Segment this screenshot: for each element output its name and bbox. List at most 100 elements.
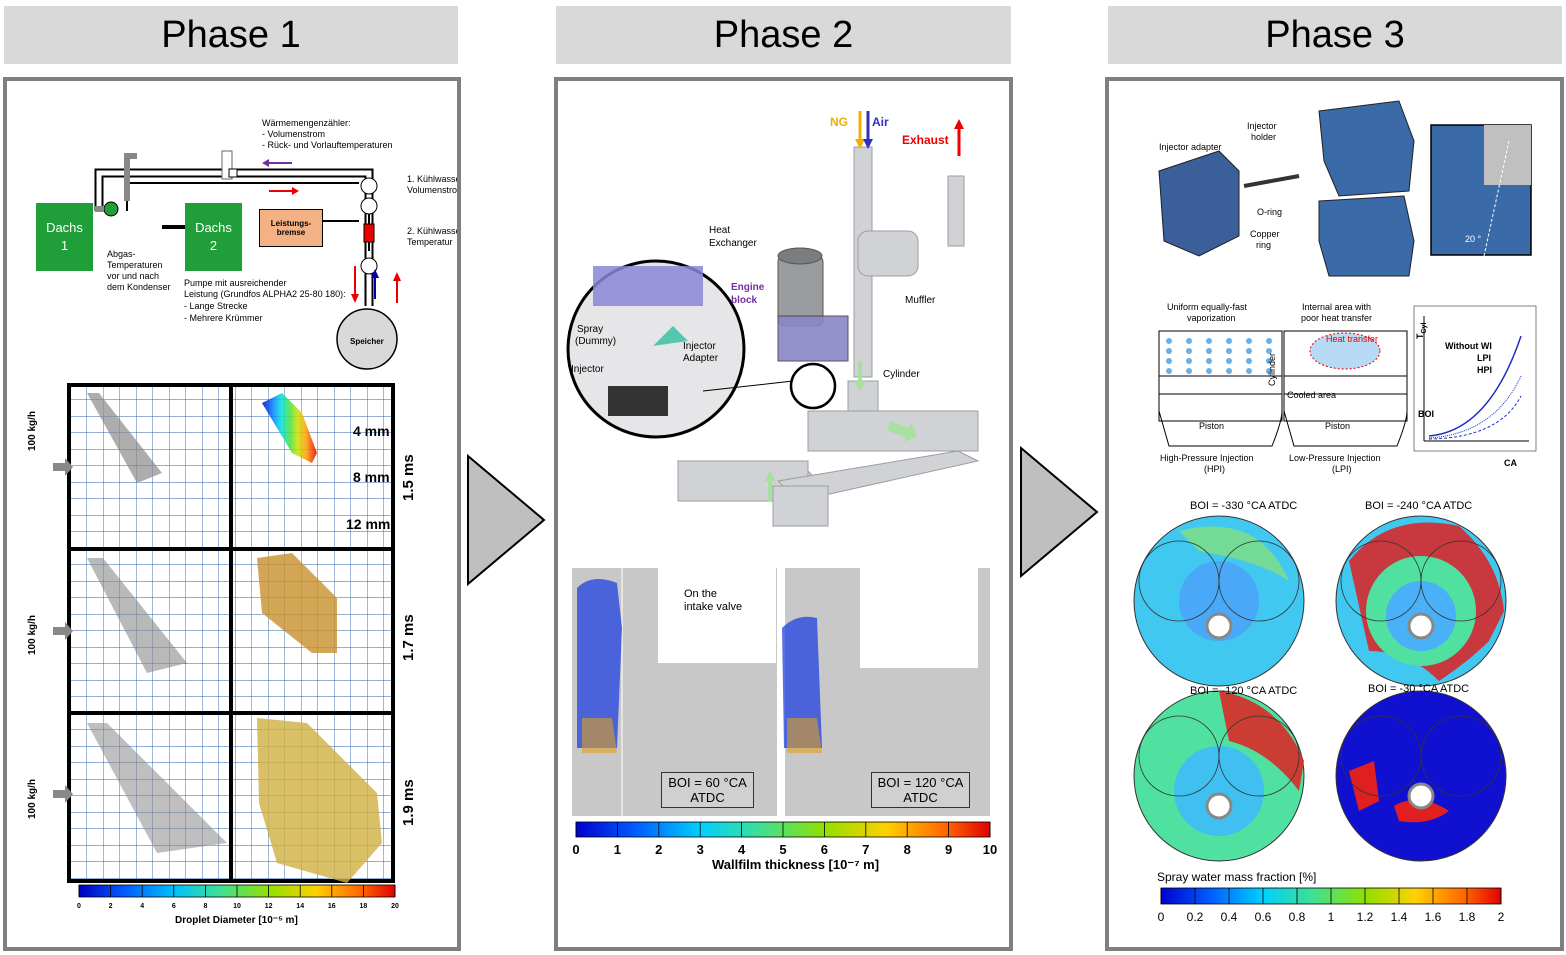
distance-4mm: 4 mm [353,423,390,439]
exhaust-label: Exhaust [902,133,949,147]
boi-120-title: BOI = -120 °CA ATDC [1190,685,1298,697]
spray-water-colorbar-tick-label: 2 [1498,910,1505,924]
cylinder-label: Cylinder [883,369,920,380]
distance-12mm: 12 mm [346,516,391,532]
droplet-dot [1206,348,1212,354]
phase-1-panel: Dachs 1 Dachs 2 Leistungs- bremse Wärmem… [3,77,461,951]
spray-water-colorbar-tick-label: 1 [1328,910,1335,924]
ca-axis-label: CA [1504,458,1517,468]
spray-fraction-contours [1133,515,1507,862]
leistungsbremse-box: Leistungs- bremse [259,209,323,247]
wallfilm-colorbar-tick-label: 9 [945,842,952,857]
droplet-colorbar-tick-label: 2 [109,903,113,910]
spray-water-colorbar-tick-label: 0.4 [1221,910,1238,924]
boi-axis-label: BOI [1418,409,1435,419]
time-1-7ms: 1.7 ms [400,614,417,661]
wallfilm-colorbar-tick-label: 1 [614,842,621,857]
kuehlwasser-1-title: 1. Kühlwasser [407,174,461,184]
boi-330-title: BOI = -330 °CA ATDC [1190,500,1298,512]
heat-transfer-label: Heat transfer [1326,334,1379,344]
phase-3-header: Phase 3 [1108,6,1562,64]
droplet-dot [1246,348,1252,354]
leistungsbremse-label-2: bremse [276,228,306,237]
droplet-dot [1226,338,1232,344]
kuehlwasser-2-sub: Temperatur [407,237,453,247]
copper-ring-label-2: ring [1256,240,1272,250]
droplet-colorbar-tick-label: 8 [203,903,207,910]
droplet-colorbar-tick-label: 0 [77,903,81,910]
boi-120-line-2: ATDC [903,790,938,805]
dachs-2-number: 2 [209,238,218,253]
spray-water-colorbar-tick-label: 0.6 [1255,910,1272,924]
pumpe-line-2: Leistung (Grundfos ALPHA2 25-80 180): [184,289,346,299]
boi-240-title: BOI = -240 °CA ATDC [1365,500,1473,512]
arrow-phase1-to-phase2 [467,454,546,586]
spray-water-colorbar-tick-label: 1.2 [1357,910,1374,924]
abgas-line-2: Temperaturen [107,260,163,270]
droplet-colorbar-tick-label: 14 [296,903,304,910]
injector-adapter-label-2: Adapter [683,353,719,364]
droplet-dot [1166,368,1172,374]
injector-label: Injector [571,364,604,375]
spray-water-colorbar-tick-label: 1.4 [1391,910,1408,924]
boi-120-box: BOI = 120 °CA ATDC [871,772,970,808]
cylinder-side-label: Cylinder [1267,352,1277,386]
angle-label: 20 ° [1465,234,1482,244]
leistungsbremse-label: Leistungs- [270,219,312,228]
kuehlwasser-2-title: 2. Kühlwasser [407,226,461,236]
kuehlwasser-1-sub: Volumenstrom [407,185,461,195]
flow-label-2: 100 kg/h [27,614,38,655]
internal-label-2: poor heat transfer [1301,313,1373,323]
injector-holder-label-2: holder [1251,132,1277,142]
spray-water-colorbar-tick-label: 1.8 [1459,910,1476,924]
droplet-dot [1246,368,1252,374]
wallfilm-colorbar-tick-label: 2 [655,842,662,857]
piston-label-left: Piston [1199,421,1225,431]
injector-adapter-cad-label: Injector adapter [1159,142,1222,152]
droplet-dot [1166,338,1172,344]
legend-without-wi: Without WI [1445,341,1492,351]
wallfilm-colorbar-tick-label: 6 [821,842,828,857]
spray-dummy-label: Spray [577,324,604,335]
boi-60-box: BOI = 60 °CA ATDC [661,772,754,808]
dachs-2-label: Dachs [195,220,232,235]
phase-2-panel: NG Air Exhaust Heat Exchanger Engine blo… [554,77,1013,951]
spray-water-colorbar-tick-label: 0.2 [1187,910,1204,924]
droplet-dot [1266,338,1272,344]
lpi-label-2: (LPI) [1332,464,1352,474]
wallfilm-colorbar-tick-label: 4 [738,842,746,857]
droplet-dot [1226,368,1232,374]
cooled-area-label: Cooled area [1287,390,1337,400]
wallfilm-colorbar-tick-label: 7 [862,842,869,857]
abgas-line-4: dem Kondenser [107,282,171,292]
spray-image-grid [53,383,395,883]
spray-water-colorbar-title: Spray water mass fraction [%] [1157,870,1317,884]
phase-2-header: Phase 2 [556,6,1011,64]
droplet-colorbar-tick-label: 12 [265,903,273,910]
flow-label-1: 100 kg/h [27,410,38,451]
phase-3-panel: Injector holder Injector adapter O-ring … [1105,77,1564,951]
droplet-dot [1166,358,1172,364]
time-1-9ms: 1.9 ms [400,779,417,826]
arrow-phase2-to-phase3 [1020,446,1099,578]
droplet-dot [1186,358,1192,364]
engine-block-label-2: block [731,295,758,306]
time-1-5ms: 1.5 ms [400,454,417,501]
ng-label: NG [830,115,848,129]
o-ring-label: O-ring [1257,207,1283,217]
waermemengenzaehler-item-2: - Rück- und Vorlauftemperaturen [262,140,393,150]
phase-1-header: Phase 1 [4,6,458,64]
droplet-dot [1246,338,1252,344]
test-bench-schematic [94,150,401,370]
droplet-dot [1266,358,1272,364]
hpi-label-2: (HPI) [1204,464,1225,474]
droplet-dot [1226,348,1232,354]
boi-60-line-1: BOI = 60 °CA [668,775,747,790]
wallfilm-colorbar-tick-label: 5 [779,842,786,857]
wallfilm-colorbar-tick-label: 0 [572,842,579,857]
waermemengenzaehler-title: Wärmemengenzähler: [262,118,351,128]
droplet-dot [1206,358,1212,364]
tcyl-main: T [1415,333,1425,340]
injection-concept-diagram [1158,305,1537,452]
